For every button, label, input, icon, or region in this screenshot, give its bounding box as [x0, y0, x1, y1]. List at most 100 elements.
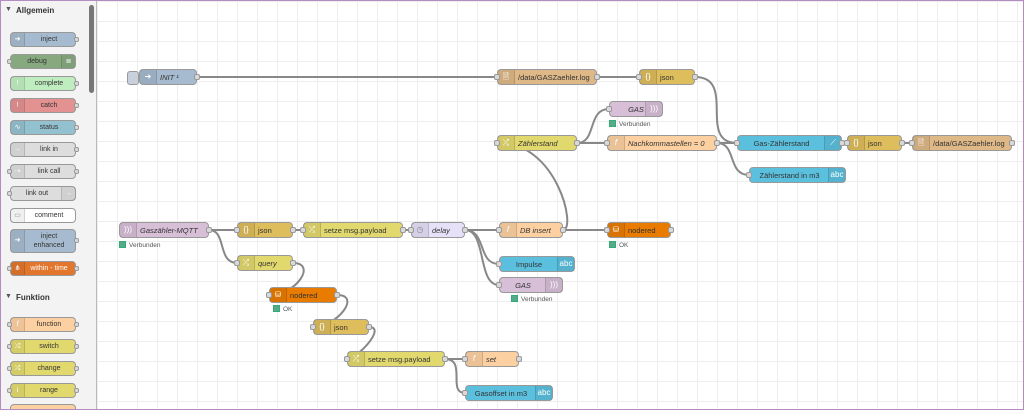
- clock-icon: ◷: [412, 223, 429, 237]
- braces-icon: {}: [848, 136, 865, 150]
- input-port: [494, 140, 500, 146]
- node-zaehlerstand[interactable]: ⤮ Zählerstand: [494, 135, 580, 151]
- input-port: [408, 227, 414, 233]
- shuffle-icon: ⤮: [498, 136, 515, 150]
- palette-node-inject[interactable]: ➜ inject: [10, 32, 79, 47]
- palette-node-link-in[interactable]: → link in: [10, 142, 79, 157]
- node-json-3[interactable]: {} json: [234, 222, 296, 238]
- node-json-4[interactable]: {} json: [310, 319, 372, 335]
- palette-node-change[interactable]: ⤮ change: [7, 361, 79, 376]
- shuffle-icon: ⤮: [11, 340, 25, 353]
- arrow-right-icon: ➜: [140, 70, 157, 84]
- output-port: [594, 74, 600, 80]
- palette-node-debug[interactable]: debug ≣: [7, 54, 76, 69]
- input-port: [7, 266, 12, 271]
- status-dot: [511, 295, 518, 302]
- output-port: [442, 356, 448, 362]
- palette-node-complete[interactable]: ! complete: [10, 76, 79, 91]
- status-nodered-2: OK: [273, 305, 292, 313]
- output-port: [74, 169, 79, 174]
- node-json-2[interactable]: {} json: [844, 135, 905, 151]
- text-icon: abc: [557, 257, 574, 271]
- palette-node-within-time[interactable]: ⋔ within - time: [7, 261, 79, 276]
- list-icon: ≣: [61, 55, 75, 68]
- node-set[interactable]: f set: [462, 351, 522, 367]
- output-port: [574, 140, 580, 146]
- palette-node-status[interactable]: ∿ status: [10, 120, 79, 135]
- node-gas-zaehlerstand[interactable]: Gas-Zählerstand ⟋: [734, 135, 845, 151]
- node-zaehlerstand-m3[interactable]: Zählerstand in m3 abc: [746, 167, 846, 183]
- shuffle-icon: ⤮: [348, 352, 365, 366]
- palette-node-function[interactable]: f function: [7, 317, 79, 332]
- input-port: [496, 227, 502, 233]
- node-gaszaehler-mqtt[interactable]: ))) Gaszähler-MQTT: [119, 222, 212, 238]
- arrow-right-icon: ➜: [11, 33, 25, 46]
- status-dot: [609, 120, 616, 127]
- input-port: [7, 366, 12, 371]
- palette-node-partial[interactable]: [10, 404, 76, 409]
- palette-node-comment[interactable]: ▭ comment: [10, 208, 76, 223]
- input-port: [604, 140, 610, 146]
- split-icon: ⋔: [11, 262, 25, 275]
- input-port: [606, 106, 612, 112]
- palette-node-switch[interactable]: ⤮ switch: [7, 339, 79, 354]
- link-icon: →: [61, 187, 75, 200]
- palette-node-link-call[interactable]: ⇢ link call: [7, 164, 79, 179]
- output-port: [668, 227, 674, 233]
- input-port: [604, 227, 610, 233]
- output-port: [462, 227, 468, 233]
- palette-category-funktion[interactable]: ▼ Funktion: [1, 288, 89, 308]
- input-port: [734, 140, 740, 146]
- node-setze-payload-2[interactable]: ⤮ setze msg.payload: [344, 351, 448, 367]
- wire: [716, 142, 750, 176]
- node-nachkommastellen[interactable]: f Nachkommastellen = 0: [604, 135, 720, 151]
- inject-trigger-button[interactable]: [127, 71, 139, 85]
- input-port: [636, 74, 642, 80]
- function-icon: f: [608, 136, 625, 150]
- chart-icon: ⟋: [824, 136, 841, 150]
- input-port: [266, 292, 272, 298]
- palette-category-allgemein[interactable]: ▼ Allgemein: [1, 1, 89, 21]
- database-icon: ⛁: [270, 288, 287, 302]
- range-icon: i: [11, 384, 25, 397]
- palette-node-inject-enhanced[interactable]: ➜ inject enhanced: [10, 229, 79, 253]
- output-port: [206, 227, 212, 233]
- node-nodered-2[interactable]: ⛁ nodered: [266, 287, 340, 303]
- output-port: [560, 227, 566, 233]
- wifi-icon: ))): [545, 278, 562, 292]
- palette-node-catch[interactable]: ! catch: [10, 98, 79, 113]
- link-icon: ⇢: [11, 165, 25, 178]
- palette-scrollbar[interactable]: [89, 5, 94, 93]
- node-impulse[interactable]: Impulse abc: [496, 256, 575, 272]
- file-icon: 🗎: [498, 70, 515, 84]
- input-port: [7, 169, 12, 174]
- wire: [464, 229, 500, 286]
- shuffle-icon: ⤮: [304, 223, 321, 237]
- palette-node-range[interactable]: i range: [7, 383, 79, 398]
- flow-workspace[interactable]: ➜ INIT ¹ 🗎 /data/GASZaehler.log {} json …: [97, 1, 1023, 409]
- input-port: [7, 388, 12, 393]
- output-port: [290, 260, 296, 266]
- text-icon: abc: [535, 386, 552, 400]
- link-icon: →: [11, 143, 25, 156]
- node-init[interactable]: ➜ INIT ¹: [139, 69, 200, 85]
- input-port: [746, 172, 752, 178]
- output-port: [74, 238, 79, 243]
- node-query[interactable]: ⤮ query: [234, 255, 296, 271]
- node-nodered-1[interactable]: ⛁ nodered: [604, 222, 674, 238]
- node-file-out[interactable]: 🗎 /data/GASZaehler.log: [909, 135, 1015, 151]
- node-gas-mqtt-out[interactable]: GAS ))): [606, 101, 663, 117]
- input-port: [496, 282, 502, 288]
- node-json-1[interactable]: {} json: [636, 69, 698, 85]
- output-port: [74, 81, 79, 86]
- node-db-insert[interactable]: f DB insert: [496, 222, 566, 238]
- palette-node-link-out[interactable]: link out →: [7, 186, 76, 201]
- node-file-in[interactable]: 🗎 /data/GASZaehler.log: [494, 69, 600, 85]
- node-delay[interactable]: ◷ delay: [408, 222, 468, 238]
- node-gasoffset-m3[interactable]: Gasoffset in m3 abc: [462, 385, 553, 401]
- braces-icon: {}: [238, 223, 255, 237]
- output-port: [74, 147, 79, 152]
- node-gas-2[interactable]: GAS ))): [496, 277, 563, 293]
- flow-wires: [196, 75, 912, 394]
- node-setze-payload-1[interactable]: ⤮ setze msg.payload: [300, 222, 406, 238]
